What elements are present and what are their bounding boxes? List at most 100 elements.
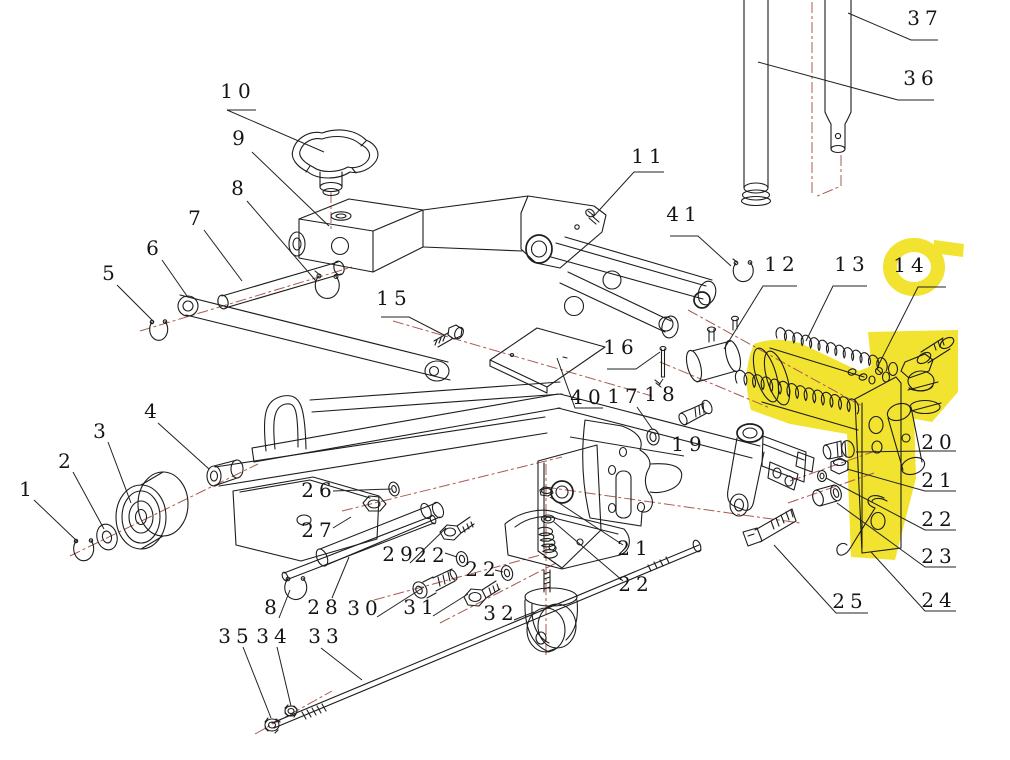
handle-tube-lower-section bbox=[824, 0, 852, 154]
leader-line-7 bbox=[203, 229, 243, 282]
part-label-36: 36 bbox=[903, 66, 938, 90]
leader-line-26 bbox=[332, 488, 392, 492]
axis-line-0 bbox=[69, 463, 259, 557]
part-label-25: 25 bbox=[832, 589, 867, 613]
lift-arm-block bbox=[288, 198, 424, 273]
leader-line-13 bbox=[805, 285, 867, 342]
snap-ring-8-icon bbox=[314, 270, 340, 299]
pump-piston-12 bbox=[685, 315, 742, 383]
part-label-17: 17 bbox=[607, 384, 642, 408]
part-label-31: 31 bbox=[403, 595, 438, 619]
cover-plate-40 bbox=[489, 327, 606, 394]
caster-wheel-32 bbox=[524, 587, 578, 653]
leader-line-9 bbox=[251, 151, 330, 227]
part-label-5: 5 bbox=[102, 261, 120, 285]
part-label-10: 10 bbox=[220, 79, 255, 103]
part-label-22b: 22 bbox=[465, 557, 500, 581]
part-label-18: 18 bbox=[644, 382, 679, 406]
part-label-21a: 21 bbox=[617, 536, 652, 560]
hex-nut-21 bbox=[830, 457, 849, 475]
leader-line-15 bbox=[381, 316, 445, 336]
part-label-8a: 8 bbox=[231, 176, 249, 200]
leader-line-12 bbox=[723, 285, 797, 350]
bolt-15 bbox=[433, 324, 464, 348]
part-label-21b: 21 bbox=[921, 468, 956, 492]
part-label-29: 29 bbox=[382, 542, 417, 566]
leader-line-30 bbox=[376, 586, 425, 618]
leader-line-22c bbox=[825, 477, 956, 531]
hydraulic-pump-unit-14 bbox=[752, 336, 955, 554]
part-label-22c: 22 bbox=[921, 507, 956, 531]
part-label-28: 28 bbox=[307, 595, 342, 619]
part-label-19: 19 bbox=[671, 432, 706, 456]
part-label-35: 35 bbox=[218, 624, 253, 648]
leader-line-25 bbox=[773, 544, 868, 614]
part-label-26: 26 bbox=[301, 478, 336, 502]
leader-line-10 bbox=[226, 109, 325, 153]
part-label-3: 3 bbox=[93, 419, 111, 443]
highlight-valve-tower bbox=[868, 330, 958, 422]
leader-line-4 bbox=[157, 422, 210, 470]
leader-line-1 bbox=[33, 499, 79, 543]
leader-line-14 bbox=[877, 286, 946, 367]
leader-lines bbox=[33, 12, 956, 719]
leader-line-36 bbox=[757, 61, 934, 101]
leader-line-24 bbox=[870, 551, 956, 612]
leader-line-17 bbox=[636, 406, 654, 431]
part-label-24: 24 bbox=[921, 588, 956, 612]
part-label-6: 6 bbox=[146, 236, 164, 260]
part-label-27: 27 bbox=[301, 518, 336, 542]
part-label-4: 4 bbox=[144, 399, 162, 423]
part-label-14: 14 bbox=[893, 253, 928, 277]
leader-line-40 bbox=[556, 357, 603, 409]
leader-line-33 bbox=[320, 647, 363, 681]
part-label-16: 16 bbox=[603, 335, 638, 359]
part-label-37: 37 bbox=[907, 6, 942, 30]
axis-line-1 bbox=[139, 266, 353, 332]
leader-line-8b bbox=[278, 589, 291, 619]
axis-line-3 bbox=[392, 320, 653, 397]
leader-line-34 bbox=[276, 646, 292, 707]
tie-rod-33 bbox=[264, 539, 702, 734]
highlight-marker bbox=[746, 238, 964, 560]
axis-line-6 bbox=[341, 456, 563, 512]
highlight-ring-tail bbox=[933, 240, 964, 257]
part-label-22a: 22 bbox=[414, 543, 449, 567]
snap-ring-5-icon bbox=[149, 319, 169, 341]
leader-line-21b bbox=[846, 468, 956, 492]
part-label-30: 30 bbox=[347, 596, 382, 620]
axis-line-4 bbox=[687, 309, 863, 407]
leader-line-20 bbox=[855, 450, 956, 453]
leader-line-16 bbox=[607, 351, 661, 370]
part-label-23: 23 bbox=[921, 544, 956, 568]
chassis-frame bbox=[232, 381, 761, 570]
part-label-40: 40 bbox=[570, 385, 605, 409]
caster-mount-hardware bbox=[537, 486, 558, 593]
handle-tube-long bbox=[740, 0, 772, 207]
part-label-12: 12 bbox=[764, 252, 799, 276]
leader-line-6 bbox=[161, 259, 188, 297]
leader-line-2 bbox=[72, 471, 105, 530]
part-label-2: 2 bbox=[58, 449, 76, 473]
plug-bolt-20 bbox=[822, 440, 855, 460]
spring-hook-rod-24 bbox=[836, 495, 888, 556]
leader-line-23 bbox=[836, 502, 956, 568]
leader-line-22b bbox=[494, 569, 504, 573]
leader-line-22a bbox=[444, 552, 458, 558]
leader-line-3 bbox=[107, 441, 132, 504]
part-label-20: 20 bbox=[921, 430, 956, 454]
bushing-23 bbox=[812, 484, 842, 507]
part-label-11: 11 bbox=[631, 144, 666, 168]
fastener-group-lower bbox=[281, 481, 514, 607]
axis-line-7 bbox=[373, 552, 549, 601]
part-label-1: 1 bbox=[19, 477, 37, 501]
leader-line-41 bbox=[670, 235, 732, 267]
release-rocker-bracket bbox=[727, 423, 815, 517]
leader-line-18 bbox=[658, 378, 664, 386]
leader-line-27 bbox=[332, 516, 352, 529]
part-label-41: 41 bbox=[666, 202, 701, 226]
part-label-8b: 8 bbox=[264, 595, 282, 619]
